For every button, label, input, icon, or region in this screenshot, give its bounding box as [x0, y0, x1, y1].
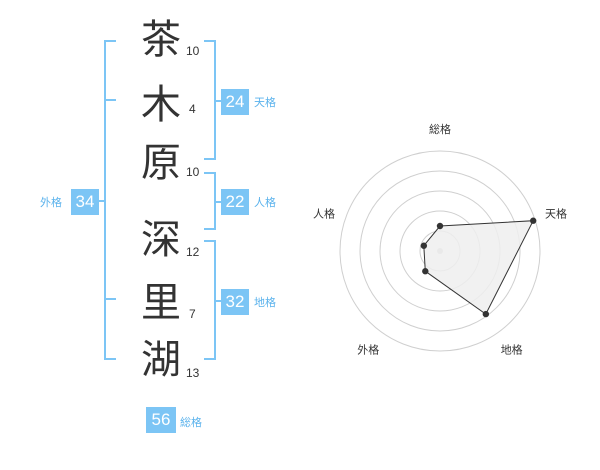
name-character-2: 木 [141, 82, 181, 128]
tenkaku-label: 天格 [254, 96, 276, 109]
radar-axis-label-1: 総格 [429, 122, 451, 136]
tenkaku-connector [214, 100, 222, 102]
radar-ring-5 [339, 150, 541, 352]
jinkaku-label: 人格 [254, 196, 276, 209]
name-character-5: 里 [141, 280, 181, 326]
tenkaku-badge: 24 [221, 89, 249, 115]
gaikaku-bracket-tick-bottom [104, 298, 116, 300]
jinkaku-connector [214, 201, 222, 203]
stroke-count-2: 4 [189, 102, 196, 116]
name-character-4: 深 [141, 217, 181, 263]
radar-point-4 [422, 268, 429, 275]
soukaku-badge: 56 [146, 407, 176, 433]
radar-point-2 [530, 217, 537, 224]
chikaku-connector [214, 300, 222, 302]
name-character-3: 原 [141, 140, 181, 186]
radar-data-area [423, 220, 535, 315]
radar-point-1 [436, 222, 444, 230]
stroke-count-5: 7 [189, 307, 196, 321]
name-character-1: 茶 [141, 17, 181, 63]
name-character-6: 湖 [141, 337, 181, 383]
gaikaku-badge: 34 [71, 189, 99, 215]
radar-point-5 [420, 242, 428, 249]
radar-point-3 [482, 310, 490, 318]
gaikaku-connector [98, 200, 106, 202]
radar-ring-4 [359, 170, 521, 332]
chikaku-badge: 32 [221, 289, 249, 315]
stroke-count-3: 10 [186, 165, 200, 179]
stroke-count-4: 12 [186, 245, 200, 259]
chikaku-label: 地格 [254, 296, 276, 309]
radar-axis-label-2: 天格 [545, 206, 567, 220]
jinkaku-badge: 22 [221, 189, 249, 215]
radar-axis-label-3: 地格 [501, 343, 523, 357]
gaikaku-label: 外格 [40, 196, 62, 209]
stroke-count-1: 10 [186, 44, 200, 58]
soukaku-label: 総格 [180, 416, 202, 429]
gaikaku-bracket-tick-top [104, 99, 116, 101]
radar-axis-label-5: 人格 [313, 206, 335, 220]
radar-axis-label-4: 外格 [357, 343, 379, 357]
stroke-count-6: 13 [186, 366, 200, 380]
